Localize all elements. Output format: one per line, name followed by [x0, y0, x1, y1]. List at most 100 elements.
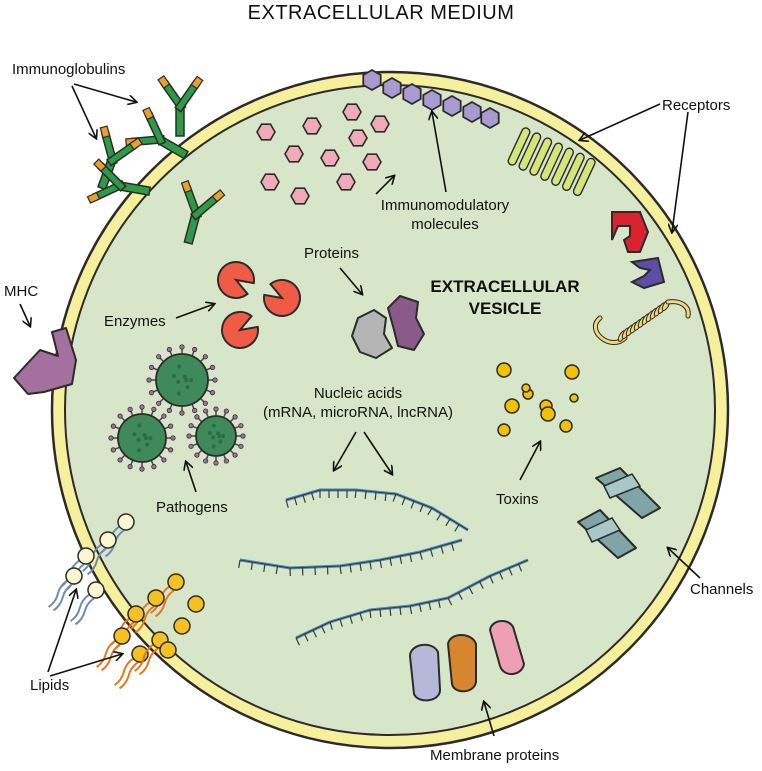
arrow-membrane-proteins — [484, 702, 495, 737]
mhc-molecule — [13, 327, 77, 395]
lipid — [150, 573, 185, 618]
arrow-mhc — [19, 303, 30, 326]
membrane-hexagon — [462, 100, 482, 124]
membrane-hexagon — [480, 106, 500, 130]
label-immunomodulatory: Immunomodulatory molecules — [370, 196, 520, 234]
lipid-head — [159, 641, 177, 659]
arrow-receptors-left — [580, 103, 661, 140]
vesicle-label-line2: VESICLE — [468, 299, 542, 318]
toxin-particle — [540, 406, 556, 422]
arrow-lipids-right — [49, 654, 122, 677]
rna-strand — [295, 558, 529, 646]
lipid — [48, 567, 83, 612]
lipid-head — [187, 595, 205, 613]
arrow-receptors-down — [672, 111, 689, 232]
label-toxins: Toxins — [496, 491, 539, 508]
label-immunoglobulins: Immunoglobulins — [12, 61, 126, 78]
immunomodulatory-hexagon — [260, 173, 280, 191]
protein-gray — [351, 309, 393, 359]
pathogen — [146, 344, 218, 416]
protein-purple — [387, 295, 425, 351]
toxin-particle — [559, 419, 573, 433]
immunomodulatory-hexagon — [336, 173, 356, 191]
enzymes-group — [217, 261, 301, 349]
toxin-particle — [496, 362, 512, 378]
arrow-channels — [668, 548, 701, 579]
lipid-head — [173, 617, 191, 635]
arrow-enzymes — [175, 304, 214, 319]
channel-lower — [577, 509, 637, 559]
arrow-nucleic-left — [334, 431, 357, 470]
immunoglobulin — [157, 75, 204, 137]
receptor-helix — [507, 127, 531, 166]
vesicle — [50, 70, 730, 750]
enzyme — [221, 311, 259, 349]
label-lipids: Lipids — [30, 677, 70, 694]
label-mhc: MHC — [4, 283, 39, 300]
membrane-protein-pink — [488, 620, 526, 675]
membrane-hexagon — [382, 76, 402, 100]
arrow-proteins — [339, 267, 362, 294]
immunomodulatory-hexagon — [348, 129, 368, 147]
receptor-helix — [551, 147, 574, 186]
lipid — [70, 581, 105, 626]
membrane-hexagon — [422, 88, 442, 112]
membrane-hexagon-chain — [362, 68, 500, 130]
label-pathogens: Pathogens — [156, 499, 228, 516]
arrows — [19, 83, 701, 737]
rna-strand — [238, 538, 463, 577]
receptor-helix — [518, 132, 542, 171]
lipid — [114, 645, 149, 690]
membrane-protein-lavender — [408, 643, 442, 702]
rna-strand — [285, 488, 469, 532]
arrow-nucleic-right — [363, 431, 392, 474]
toxin-particle — [569, 393, 579, 403]
immunomodulatory-hexagon — [362, 153, 382, 171]
vesicle-label: EXTRACELLULAR VESICLE — [410, 276, 600, 320]
membrane-hexagon — [402, 82, 422, 106]
toxins-group — [496, 362, 580, 437]
immunoglobulins-group — [86, 75, 226, 245]
immunomodulatory-hexagon — [284, 145, 304, 163]
immunoglobulin — [97, 125, 143, 191]
immunomodulatory-hexagon — [290, 187, 310, 205]
pathogens-group — [108, 344, 246, 472]
arrow-immunomodulatory-left — [375, 176, 394, 195]
label-immunomodulatory-line1: Immunomodulatory — [380, 197, 510, 214]
arrow-toxins — [519, 442, 540, 481]
toxin-particle — [497, 423, 511, 437]
immunomodulatory-molecules — [256, 103, 390, 205]
receptor-helix — [572, 157, 596, 197]
immunomodulatory-hexagon — [256, 123, 276, 141]
label-receptors: Receptors — [662, 97, 731, 114]
membrane-protein-orange — [446, 634, 477, 693]
membrane-hexagon — [442, 94, 462, 118]
label-proteins: Proteins — [304, 245, 360, 262]
immunoglobulin — [86, 158, 152, 204]
toxin-particle — [564, 364, 580, 380]
receptor-helix — [540, 142, 564, 181]
receptor-red — [611, 211, 650, 253]
pathogen — [186, 406, 246, 466]
page-title: EXTRACELLULAR MEDIUM — [247, 2, 515, 24]
label-nucleic-acids-line2: (mRNA, microRNA, lncRNA) — [262, 404, 453, 421]
receptor-helix — [529, 137, 553, 176]
toxin-particle — [521, 383, 531, 393]
immunomodulatory-hexagon — [302, 117, 322, 135]
membrane-hexagon — [362, 68, 382, 92]
label-channels: Channels — [690, 581, 754, 598]
enzyme — [263, 279, 301, 317]
toxin-particle — [504, 398, 520, 414]
arrow-immunomodulatory-top — [432, 112, 447, 193]
receptor-purple — [629, 256, 666, 290]
nucleic-acids-group — [238, 488, 529, 646]
arrow-immunoglobulins-right — [73, 83, 136, 102]
vesicle-label-line1: EXTRACELLULAR — [430, 277, 580, 296]
channel-upper — [595, 467, 661, 519]
receptor-transmembrane — [507, 127, 596, 197]
arrow-immunoglobulins-down — [71, 85, 96, 138]
label-nucleic-acids-line1: Nucleic acids — [313, 385, 403, 402]
receptor-coil — [592, 299, 691, 345]
lipids-group — [48, 513, 205, 690]
